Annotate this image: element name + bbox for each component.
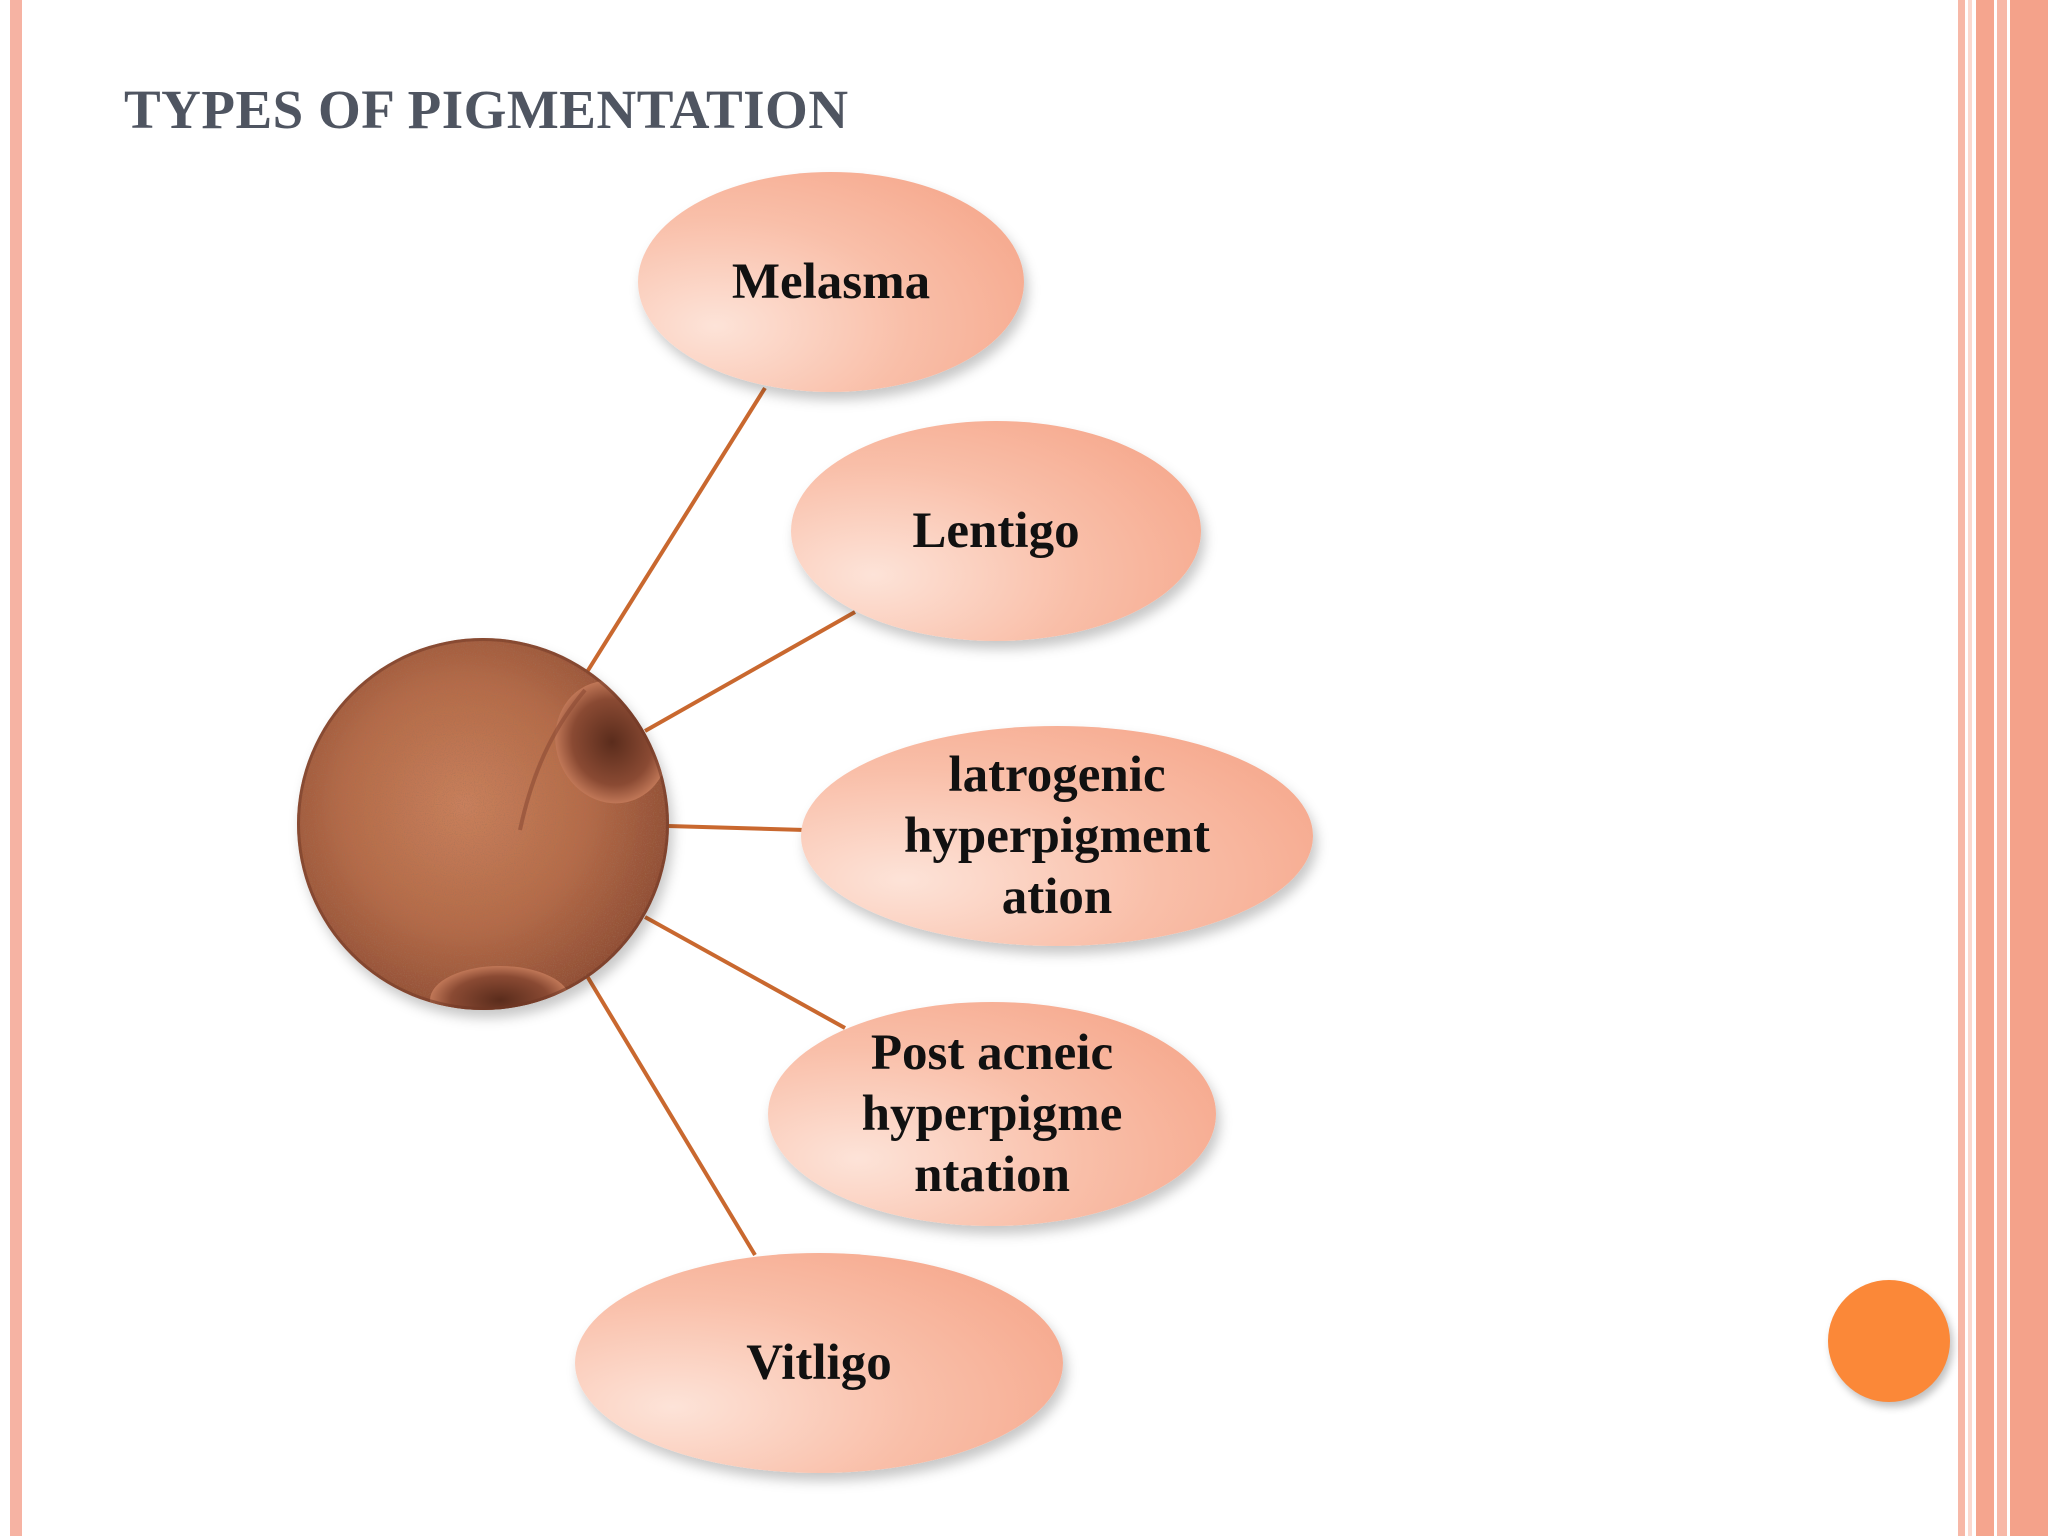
connector-lentigo bbox=[644, 610, 856, 733]
iatrogenic-bubble bbox=[801, 726, 1313, 946]
connector-lines bbox=[585, 386, 856, 1257]
connector-iatrogenic bbox=[667, 824, 806, 832]
post-acneic-bubble bbox=[768, 1002, 1216, 1226]
connector-melasma bbox=[585, 386, 767, 674]
right-border-stripe bbox=[2010, 0, 2048, 1536]
skin-photo-details bbox=[297, 638, 669, 1010]
lentigo-label: Lentigo bbox=[912, 502, 1080, 559]
right-border-stripe bbox=[1997, 0, 2007, 1536]
right-border-stripe bbox=[1958, 0, 1965, 1536]
vitiligo-bubble bbox=[575, 1253, 1063, 1473]
slide-title: TYPES OF PIGMENTATION bbox=[124, 79, 849, 140]
post-acneic-label: Post acneic hyperpigme ntation bbox=[861, 1024, 1123, 1203]
right-border-stripe bbox=[1976, 0, 1994, 1536]
connector-post-acneic bbox=[644, 915, 846, 1030]
node-bubbles bbox=[575, 172, 1313, 1473]
accent-dot bbox=[1828, 1280, 1950, 1402]
vitiligo-label: Vitligo bbox=[746, 1334, 892, 1391]
lentigo-bubble bbox=[791, 421, 1201, 641]
iatrogenic-label: latrogenic hyperpigment ation bbox=[904, 746, 1210, 925]
left-border bbox=[10, 0, 22, 1536]
melasma-bubble bbox=[638, 172, 1024, 392]
melasma-label: Melasma bbox=[731, 253, 931, 310]
right-border-stripe bbox=[1968, 0, 1972, 1536]
connector-vitiligo bbox=[585, 974, 757, 1257]
